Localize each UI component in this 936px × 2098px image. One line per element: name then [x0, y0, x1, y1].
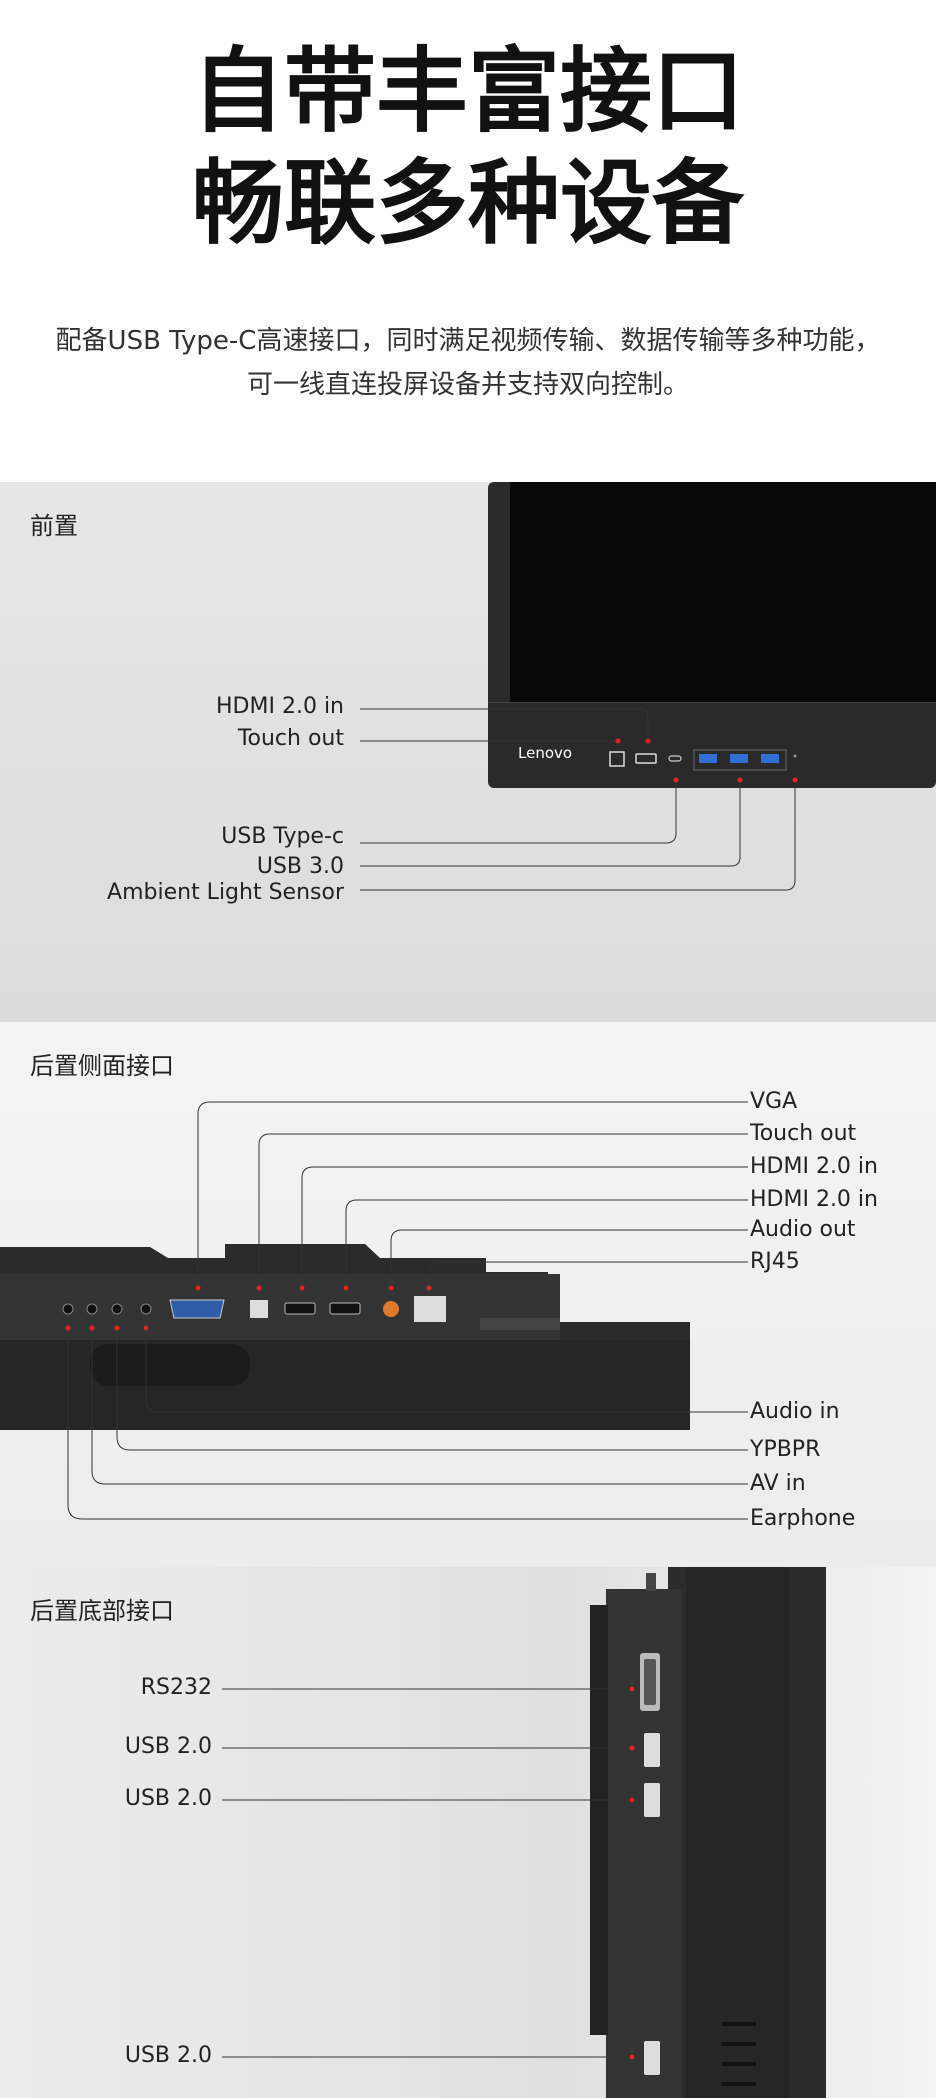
front-brand-logo: Lenovo [518, 744, 573, 762]
side-section-title: 后置侧面接口 [30, 1052, 174, 1080]
hero-description-line1: 配备USB Type-C高速接口，同时满足视频传输、数据传输等多种功能， [55, 326, 881, 356]
front-screen [510, 482, 936, 702]
front-panel-illustration [360, 482, 936, 891]
label-usb-3: USB 3.0 [256, 854, 344, 879]
usb2-port-icon [644, 2041, 660, 2075]
usb2-port-icon [644, 1783, 660, 1817]
vga-port-icon [169, 1299, 225, 1319]
hdmi-port-icon [329, 1302, 361, 1315]
label-ypbpr: YPBPR [750, 1437, 821, 1462]
label-touch-out: Touch out [237, 726, 344, 751]
front-section-title: 前置 [30, 512, 78, 540]
usb3-port-icon [699, 754, 717, 763]
audio-out-jack-icon [383, 1301, 399, 1317]
hero-title-line1: 自带丰富接口 [191, 38, 744, 145]
usb3-port-icon [761, 754, 779, 763]
touch-out-port-icon [609, 751, 625, 767]
label-audio-out: Audio out [750, 1217, 856, 1242]
hdmi-port-icon [284, 1302, 316, 1315]
label-av-in: AV in [750, 1471, 806, 1496]
rj45-port-icon [414, 1296, 446, 1322]
label-hdmi-in-1: HDMI 2.0 in [750, 1154, 878, 1179]
label-audio-in: Audio in [750, 1399, 840, 1424]
label-ambient-light-sensor: Ambient Light Sensor [107, 880, 344, 905]
hero-description-line2: 可一线直连投屏设备并支持双向控制。 [246, 370, 689, 400]
label-hdmi-in: HDMI 2.0 in [216, 694, 344, 719]
usb2-port-icon [644, 1733, 660, 1767]
av-in-jack-icon [86, 1303, 98, 1315]
label-usb-2-3: USB 2.0 [124, 2043, 212, 2068]
label-hdmi-in-2: HDMI 2.0 in [750, 1187, 878, 1212]
audio-in-jack-icon [140, 1303, 152, 1315]
label-earphone: Earphone [750, 1506, 856, 1531]
rear-bottom-ports-section: 后置底部接口 RS232 U [0, 1567, 936, 2098]
earphone-jack-icon [62, 1303, 74, 1315]
bottom-section-title: 后置底部接口 [30, 1597, 174, 1625]
light-sensor-icon [793, 754, 797, 758]
side-panel-illustration [0, 1101, 748, 1520]
rear-side-ports-section: 后置侧面接口 [0, 1022, 936, 1567]
usb3-port-icon [730, 754, 748, 763]
label-touch-out: Touch out [750, 1121, 857, 1146]
front-ports-section: 前置 Lenovo HDMI 2.0 in Touc [0, 482, 936, 1022]
hdmi-port-icon [635, 753, 657, 764]
label-usb-2-2: USB 2.0 [124, 1786, 212, 1811]
label-usb-2-1: USB 2.0 [124, 1734, 212, 1759]
label-vga: VGA [750, 1089, 798, 1114]
hero-section: 自带丰富接口 畅联多种设备 配备USB Type-C高速接口，同时满足视频传输、… [0, 0, 936, 482]
usb-b-port-icon [250, 1300, 268, 1318]
hero-title-line2: 畅联多种设备 [191, 150, 744, 257]
ypbpr-jack-icon [111, 1303, 123, 1315]
usb-c-port-icon [668, 755, 682, 762]
label-usb-type-c: USB Type-c [221, 824, 344, 849]
bottom-panel-illustration [222, 1567, 826, 2098]
label-rj45: RJ45 [750, 1249, 800, 1274]
label-rs232: RS232 [140, 1675, 212, 1700]
